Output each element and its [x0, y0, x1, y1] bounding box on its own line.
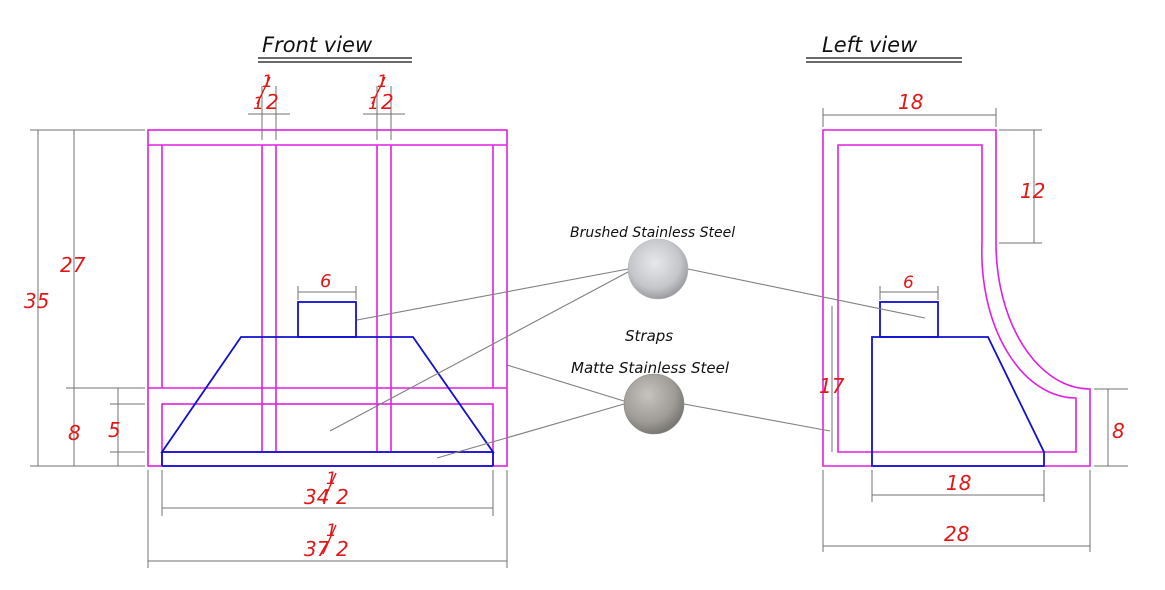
front-lower-band	[161, 403, 494, 453]
dim-bottom-inner-whole: 34	[304, 485, 329, 509]
front-dimensions	[30, 86, 508, 568]
dim-strap-b-slash	[371, 76, 386, 105]
dim-strap-b-whole: 1	[368, 94, 379, 114]
dim-bottom-outer-slash	[322, 524, 337, 555]
left-hood	[871, 301, 1045, 467]
dim-band: 5	[108, 418, 121, 442]
dim-height-upper: 27	[60, 253, 86, 277]
left-dimensions	[822, 108, 1128, 552]
front-hood	[160, 301, 495, 467]
legend-matte-label: Matte Stainless Steel	[571, 359, 730, 377]
left-inner-frame	[837, 144, 1077, 453]
front-view-title: Front view	[262, 33, 373, 57]
dim-front-chimney: 6	[320, 271, 331, 292]
left-chimney	[879, 301, 939, 338]
dim-bottom-inner-slash	[322, 472, 337, 503]
dim-bottom-inner-den: 2	[336, 485, 349, 509]
dim-strap-a-den: 2	[266, 90, 279, 114]
front-outer-frame	[147, 129, 508, 467]
dim-strap-a-slash	[256, 76, 271, 105]
leader-matte-band	[436, 403, 625, 459]
leader-matte-left	[683, 403, 831, 432]
dim-bottom-outer-whole: 37	[304, 537, 330, 561]
left-view-title: Left view	[822, 33, 918, 57]
brushed-steel-swatch	[627, 238, 689, 300]
front-dimension-labels: 1 1 2 1 1 2 35 27 8 5 6 1 34 2 1 37 2	[24, 72, 394, 561]
dim-left-hood-height: 17	[819, 374, 845, 398]
legend-straps-label: Straps	[625, 327, 673, 345]
dim-bottom-outer-den: 2	[336, 537, 349, 561]
matte-steel-swatch	[623, 373, 685, 435]
front-hood-body	[160, 336, 495, 453]
legend-brushed-label: Brushed Stainless Steel	[570, 225, 735, 241]
dim-left-top-width: 18	[898, 90, 923, 114]
dim-height-total: 35	[24, 289, 49, 313]
front-chimney	[297, 301, 357, 338]
leader-matte-frame	[506, 364, 625, 402]
material-legend: Brushed Stainless Steel Straps Matte Sta…	[329, 225, 926, 459]
left-hood-body	[871, 336, 1045, 467]
dim-bottom-inner-num: 1	[326, 469, 337, 489]
dim-left-hood-width: 18	[946, 471, 971, 495]
dim-left-chimney: 6	[903, 273, 914, 293]
leader-brushed-hood	[329, 271, 629, 432]
left-frame	[822, 129, 1091, 467]
front-frame	[147, 129, 508, 467]
dim-strap-a-whole: 1	[253, 94, 264, 114]
leader-brushed-left	[687, 268, 926, 319]
dim-left-curve-height: 12	[1020, 179, 1045, 203]
left-outer-frame	[822, 129, 1091, 467]
leader-brushed-chimney	[356, 268, 629, 321]
dim-bottom-outer-num: 1	[326, 521, 337, 541]
dim-left-base-height: 8	[1112, 419, 1125, 443]
dim-left-depth: 28	[944, 522, 969, 546]
dim-strap-b-den: 2	[381, 90, 394, 114]
dim-height-lower: 8	[68, 421, 81, 445]
left-dimension-labels: 18 12 6 17 8 18 28	[819, 90, 1125, 546]
